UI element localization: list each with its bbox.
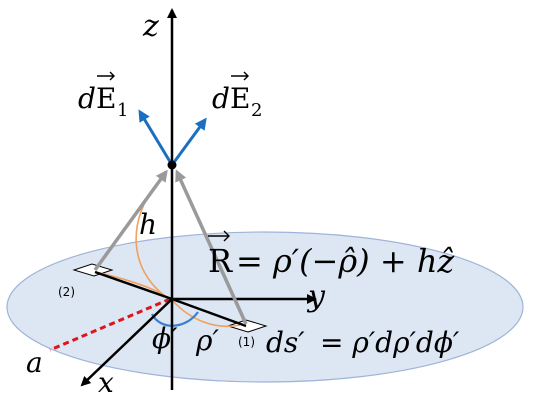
rho-line-2 xyxy=(94,270,173,301)
ds-equation: ds′ = ρ′dρ′dϕ′ xyxy=(266,326,460,359)
radius-a-label: a xyxy=(26,346,43,379)
svg-text:= ρ′dρ′dϕ′: = ρ′dρ′dϕ′ xyxy=(320,326,460,359)
vector-arrow-icon xyxy=(97,71,115,81)
svg-text:2: 2 xyxy=(251,100,262,121)
x-axis xyxy=(80,298,173,387)
svg-text:= ρ′(−ρ̂) + hẑ: = ρ′(−ρ̂) + hẑ xyxy=(236,242,455,280)
z-axis-label: z xyxy=(142,9,159,44)
dE1-vector xyxy=(138,109,174,166)
dE2-vector xyxy=(170,117,207,166)
radius-line-a xyxy=(49,297,171,352)
svg-text:d: d xyxy=(212,82,230,115)
element-1-label: (1) xyxy=(238,335,255,349)
height-label: h xyxy=(139,208,157,241)
vector-arrow-icon xyxy=(231,71,249,81)
svg-text:E: E xyxy=(230,82,250,115)
dE2-label: d E 2 xyxy=(212,71,262,121)
phi-prime-label: ϕ′ xyxy=(152,322,178,355)
dE1-label: d E 1 xyxy=(78,71,128,121)
r-vector-2 xyxy=(93,169,168,272)
svg-text:d: d xyxy=(78,82,96,115)
r-vector-1 xyxy=(175,169,248,325)
svg-text:R: R xyxy=(208,242,233,280)
observation-point xyxy=(167,160,177,170)
svg-text:ds′: ds′ xyxy=(266,326,305,359)
orange-arc-1 xyxy=(171,299,241,327)
vector-arrow-icon xyxy=(208,230,230,242)
y-axis-label: y xyxy=(306,279,326,314)
r-equation: R = ρ′(−ρ̂) + hẑ xyxy=(208,230,455,280)
svg-text:1: 1 xyxy=(117,100,128,121)
element-2-label: (2) xyxy=(58,285,75,299)
rho-line-1 xyxy=(171,297,247,328)
charged-disk xyxy=(6,231,524,383)
x-axis-label: x xyxy=(98,366,114,399)
svg-text:E: E xyxy=(96,82,116,115)
rho-prime-label: ρ′ xyxy=(195,324,219,357)
